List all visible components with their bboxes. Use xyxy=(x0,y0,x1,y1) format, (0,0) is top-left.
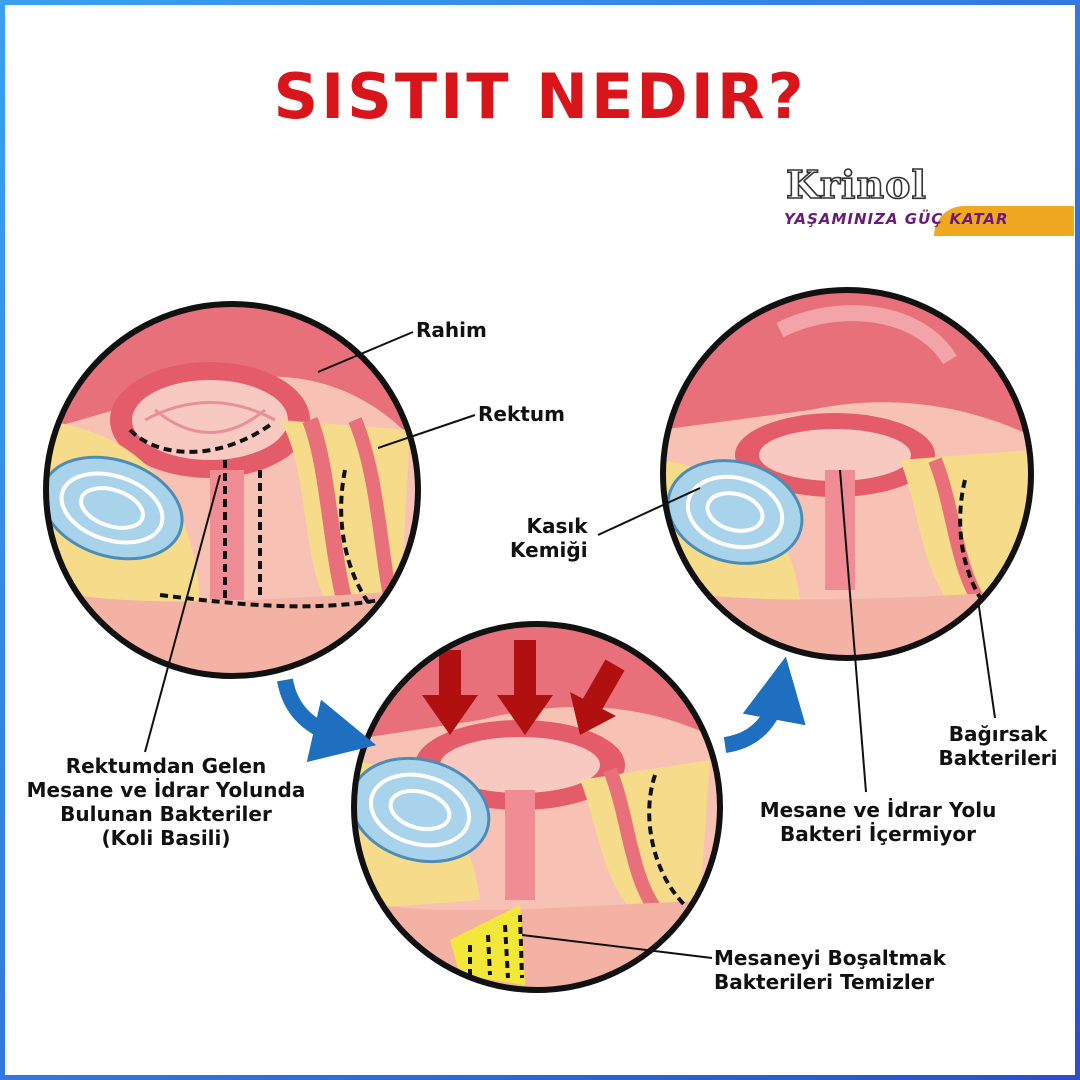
leader-lines xyxy=(144,331,996,959)
label-rektumdan-bakteriler: Rektumdan Gelen Mesane ve İdrar Yolunda … xyxy=(14,754,318,850)
brand-name: Krinol xyxy=(785,161,927,208)
label-kasik-line2: Kemiği xyxy=(510,538,588,562)
label-rektumdan-line2: Mesane ve İdrar Yolunda xyxy=(26,778,306,802)
label-kasik-kemigi: Kasık Kemiği xyxy=(510,514,588,562)
anatomy-circle-infected xyxy=(46,304,418,676)
circle-border-clean xyxy=(660,287,1034,661)
label-bagirsak-line2: Bakterileri xyxy=(938,746,1058,770)
label-mesane-line1: Mesane ve İdrar Yolu xyxy=(759,798,997,822)
label-rektum: Rektum xyxy=(478,402,565,426)
brand-slogan: YAŞAMINIZA GÜÇ KATAR xyxy=(784,210,1009,228)
anatomy-circle-clean xyxy=(663,290,1031,658)
label-bagirsak-bakterileri: Bağırsak Bakterileri xyxy=(928,722,1068,770)
label-bosaltmak-line1: Mesaneyi Boşaltmak xyxy=(714,946,946,970)
label-rektumdan-line3: Bulunan Bakteriler xyxy=(60,802,272,826)
flow-arrow-2 xyxy=(723,656,806,753)
circle-border-infected xyxy=(43,301,421,679)
label-kasik-line1: Kasık xyxy=(526,514,588,538)
circle-border-voiding xyxy=(351,621,723,993)
label-bosaltmak-line2: Bakterileri Temizler xyxy=(714,970,935,994)
label-bagirsak-line1: Bağırsak xyxy=(948,722,1048,746)
label-mesaneyi-bosaltmak: Mesaneyi Boşaltmak Bakterileri Temizler xyxy=(714,946,946,994)
flow-arrow-1 xyxy=(277,678,377,763)
brand-logo: Krinol YAŞAMINIZA GÜÇ KATAR xyxy=(784,161,1074,242)
label-mesane-line2: Bakteri İçermiyor xyxy=(780,822,976,846)
anatomy-circle-voiding xyxy=(354,624,720,990)
brand-accent-bar xyxy=(934,206,1074,236)
label-rektumdan-line4: (Koli Basili) xyxy=(101,826,231,850)
label-rahim: Rahim xyxy=(416,318,487,342)
label-rektumdan-line1: Rektumdan Gelen xyxy=(65,754,267,778)
page-title: SISTIT NEDIR? xyxy=(273,60,807,133)
label-mesane-temiz: Mesane ve İdrar Yolu Bakteri İçermiyor xyxy=(746,798,1010,846)
